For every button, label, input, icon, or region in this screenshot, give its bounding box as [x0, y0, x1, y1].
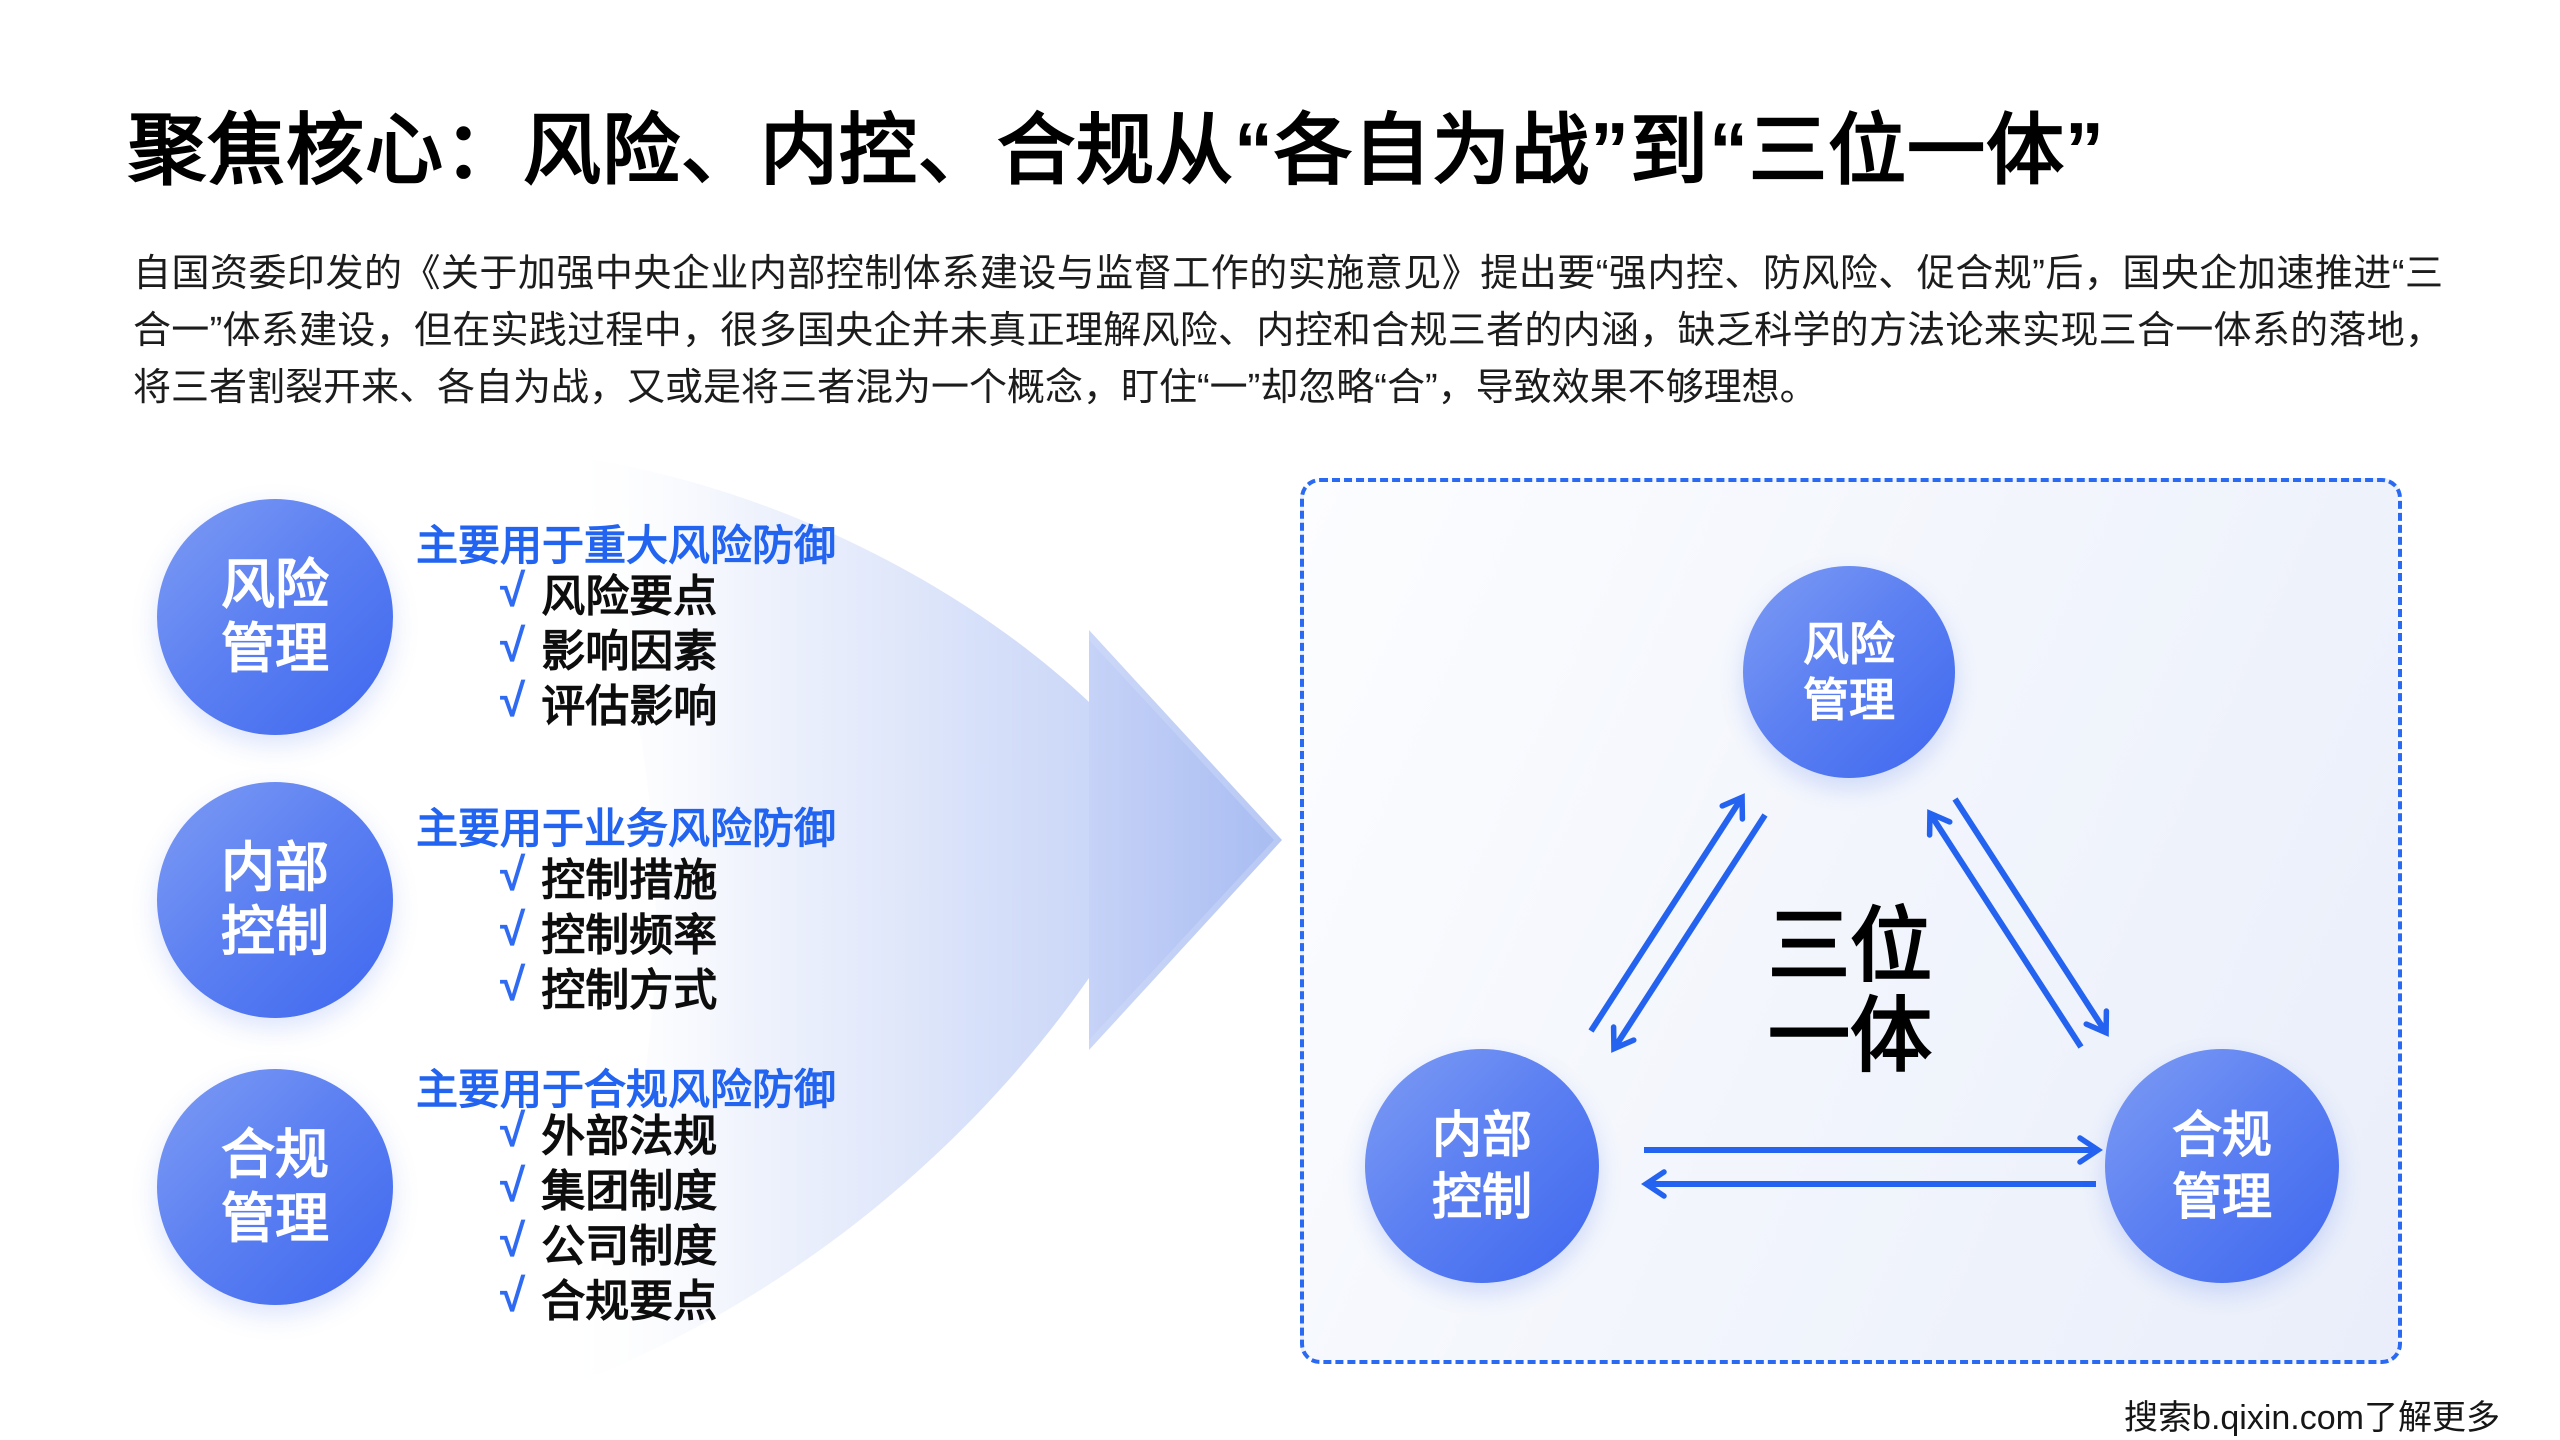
checklist-item: √ 控制频率: [500, 902, 717, 960]
trinity-center-label: 三位 一体: [1750, 902, 1950, 1082]
check-icon: √: [500, 1268, 526, 1321]
circle-label-line: 管理: [2172, 1169, 2272, 1225]
checklist-item-label: 评估影响: [541, 681, 718, 731]
checklist-item: √ 控制方式: [500, 957, 717, 1015]
footer-note: 搜索b.qixin.com了解更多: [2124, 1399, 2500, 1437]
checklist-item: √ 控制措施: [500, 847, 717, 905]
check-icon: √: [500, 1103, 526, 1156]
checklist-item-label: 公司制度: [541, 1221, 718, 1271]
trinity-internal-circle: 内部 控制: [1365, 1049, 1599, 1283]
checklist-item-label: 控制措施: [541, 855, 718, 905]
circle-label-line: 控制: [1432, 1169, 1532, 1225]
arrow-up-to-risk-right: [1926, 809, 2084, 1049]
checklist-item: √ 影响因素: [500, 618, 717, 676]
compliance-checklist: √ 外部法规 √ 集团制度 √ 公司制度 √ 合规要点: [500, 1103, 717, 1326]
check-icon: √: [500, 1158, 526, 1211]
circle-label-line: 内部: [221, 838, 329, 898]
circle-label-line: 管理: [221, 619, 329, 679]
risk-checklist: √ 风险要点 √ 影响因素 √ 评估影响: [500, 563, 717, 731]
compliance-management-circle: 合规 管理: [157, 1069, 393, 1305]
circle-label-line: 管理: [1803, 674, 1895, 726]
flow-arrow-head: [1089, 640, 1274, 1040]
checklist-item: √ 合规要点: [500, 1268, 717, 1326]
circle-label-line: 内部: [1432, 1107, 1532, 1163]
circle-label-line: 控制: [221, 902, 329, 962]
control-block-heading: 主要用于业务风险防御: [416, 805, 837, 852]
compliance-block-heading: 主要用于合规风险防御: [416, 1066, 837, 1113]
page-title: 聚焦核心：风险、内控、合规从“各自为战”到“三位一体”: [128, 106, 2106, 194]
checklist-item-label: 外部法规: [541, 1111, 718, 1161]
trinity-compliance-circle: 合规 管理: [2105, 1049, 2339, 1283]
checklist-item: √ 公司制度: [500, 1213, 717, 1271]
arrow-up-to-risk-left: [1588, 793, 1746, 1033]
checklist-item-label: 控制频率: [541, 910, 718, 960]
trinity-panel: 风险 管理 内部 控制 合规 管理 三位 一体: [1300, 478, 2402, 1364]
trinity-arrows: [1588, 793, 2110, 1199]
check-icon: √: [500, 563, 526, 616]
internal-control-circle: 内部 控制: [157, 782, 393, 1018]
center-label-line: 一体: [1767, 991, 1932, 1082]
circle-label-line: 风险: [1803, 618, 1895, 670]
circle-label-line: 风险: [221, 555, 329, 615]
circle-label-line: 管理: [221, 1189, 329, 1249]
checklist-item-label: 合规要点: [541, 1276, 718, 1326]
risk-block-heading: 主要用于重大风险防御: [416, 522, 837, 569]
check-icon: √: [500, 1213, 526, 1266]
checklist-item: √ 评估影响: [500, 673, 717, 731]
arrow-down-to-internal: [1610, 813, 1768, 1053]
check-icon: √: [500, 902, 526, 955]
checklist-item-label: 影响因素: [541, 626, 718, 676]
checklist-item: √ 风险要点: [500, 563, 717, 621]
checklist-item-label: 控制方式: [541, 965, 718, 1015]
center-label-line: 三位: [1767, 901, 1932, 992]
checklist-item-label: 风险要点: [541, 571, 718, 621]
intro-paragraph: 自国资委印发的《关于加强中央企业内部控制体系建设与监督工作的实施意见》提出要“强…: [133, 253, 2443, 409]
check-icon: √: [500, 673, 526, 726]
checklist-item: √ 集团制度: [500, 1158, 717, 1216]
risk-management-circle: 风险 管理: [157, 499, 393, 735]
check-icon: √: [500, 847, 526, 900]
check-icon: √: [500, 618, 526, 671]
checklist-item: √ 外部法规: [500, 1103, 717, 1161]
arrow-down-to-compliance: [1952, 797, 2110, 1037]
control-checklist: √ 控制措施 √ 控制频率 √ 控制方式: [500, 847, 717, 1015]
check-icon: √: [500, 957, 526, 1010]
trinity-risk-circle: 风险 管理: [1743, 566, 1955, 778]
flow-arrow-graphic: [560, 455, 1282, 1390]
circle-label-line: 合规: [2172, 1107, 2272, 1163]
circle-label-line: 合规: [221, 1125, 329, 1185]
checklist-item-label: 集团制度: [541, 1166, 718, 1216]
